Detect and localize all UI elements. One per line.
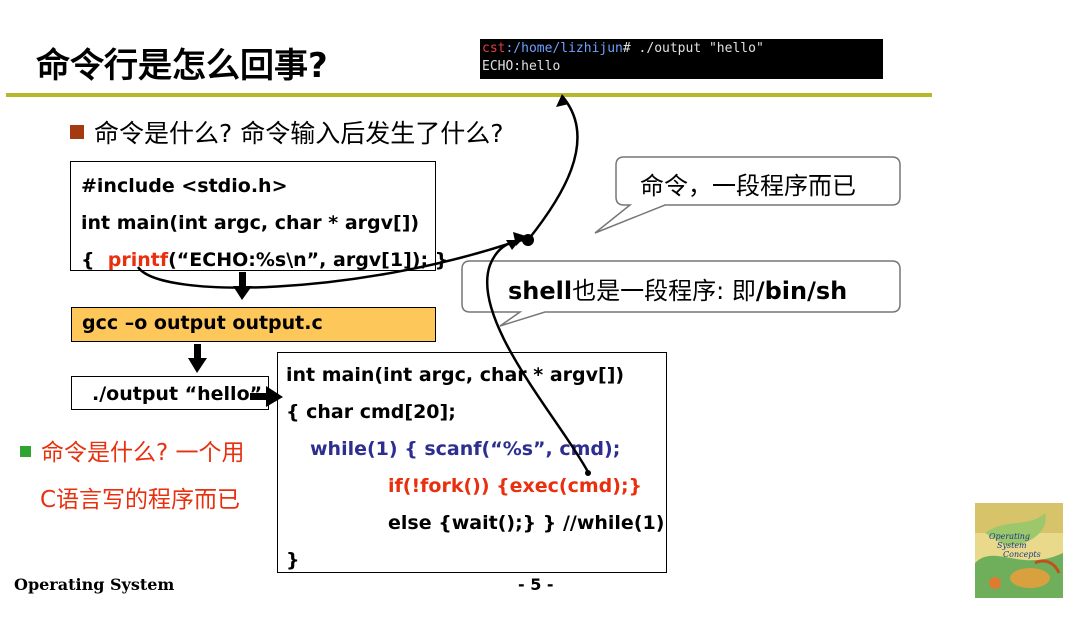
terminal-line-output: ECHO:hello	[482, 59, 561, 74]
shell-line-3: while(1) { scanf(“%s”, cmd);	[310, 438, 621, 460]
green-square-bullet-icon	[20, 446, 31, 457]
book-cover-icon: Operating System Concepts	[975, 503, 1063, 598]
svg-text:System: System	[997, 541, 1027, 550]
source-line-3-prefix: {	[81, 249, 108, 271]
compile-command-box: gcc –o output output.c	[71, 307, 436, 342]
footer-course-name: Operating System	[14, 575, 175, 594]
callout-shell-mid: 也是一段程序: 即	[572, 277, 756, 305]
down-arrow-1-shaft	[239, 272, 246, 288]
source-code-box: #include <stdio.h> int main(int argc, ch…	[70, 161, 448, 271]
svg-text:Operating: Operating	[989, 532, 1030, 541]
terminal-line-command: cst:/home/lizhijun# ./output "hello"	[482, 40, 883, 58]
source-line-3-rest: (“ECHO:%s\n”, argv[1]); }	[168, 249, 449, 271]
terminal-output: cst:/home/lizhijun# ./output "hello" ECH…	[480, 39, 883, 79]
right-arrow-icon	[266, 386, 283, 407]
exec-dot	[585, 470, 591, 476]
printf-call: printf	[107, 249, 169, 271]
svg-text:Concepts: Concepts	[1003, 550, 1041, 559]
exec-link-curve	[486, 238, 590, 473]
shell-line-5: else {wait();} } //while(1)	[388, 512, 665, 534]
book-cover-image: Operating System Concepts	[975, 503, 1063, 598]
exec-link-arrowhead	[513, 232, 526, 246]
main-bullet-text: 命令是什么? 命令输入后发生了什么?	[94, 119, 504, 148]
source-line-2: int main(int argc, char * argv[])	[81, 212, 420, 234]
terminal-command: # ./output "hello"	[622, 41, 764, 56]
callout-shell-prefix: shell	[508, 277, 573, 305]
down-arrow-2-icon	[188, 358, 207, 373]
callout-shell-path: /bin/sh	[755, 277, 848, 305]
run-command-box: ./output “hello”	[71, 376, 269, 410]
printf-link-curve	[136, 238, 521, 289]
shell-line-2: { char cmd[20];	[286, 401, 456, 423]
terminal-user: cst	[482, 41, 506, 56]
slide-title: 命令行是怎么回事?	[36, 46, 328, 86]
red-bullet: 命令是什么? 一个用 C语言写的程序而已	[20, 430, 280, 524]
shell-line-4: if(!fork()) {exec(cmd);}	[388, 475, 643, 497]
source-line-3: { printf(“ECHO:%s\n”, argv[1]); }	[81, 242, 448, 279]
terminal-path: :/home/lizhijun	[505, 41, 623, 56]
shell-code-box: int main(int argc, char * argv[]) { char…	[277, 352, 667, 573]
square-bullet-icon	[70, 125, 84, 139]
red-bullet-line-2: C语言写的程序而已	[40, 487, 241, 513]
shell-line-6: }	[286, 549, 300, 571]
callout-command-bubble	[594, 156, 901, 234]
red-bullet-text-1: 命令是什么? 一个用	[41, 440, 245, 466]
junction-dot	[522, 234, 534, 246]
down-arrow-2-shaft	[194, 344, 201, 360]
output-link-curve	[527, 95, 579, 241]
right-arrow-shaft	[250, 393, 268, 400]
source-line-1: #include <stdio.h>	[81, 175, 288, 197]
down-arrow-1-icon	[233, 286, 252, 300]
callout-shell-bubble	[461, 260, 901, 327]
red-bullet-line-1: 命令是什么? 一个用	[20, 430, 280, 477]
shell-line-1: int main(int argc, char * argv[])	[286, 364, 625, 386]
main-bullet: 命令是什么? 命令输入后发生了什么?	[70, 114, 504, 150]
page-number: - 5 -	[518, 575, 554, 594]
title-divider	[6, 93, 932, 97]
callout-shell-text: shell也是一段程序: 即/bin/sh	[508, 271, 847, 306]
callout-command-text: 命令，一段程序而已	[640, 172, 856, 200]
output-link-arrowhead	[556, 94, 569, 107]
